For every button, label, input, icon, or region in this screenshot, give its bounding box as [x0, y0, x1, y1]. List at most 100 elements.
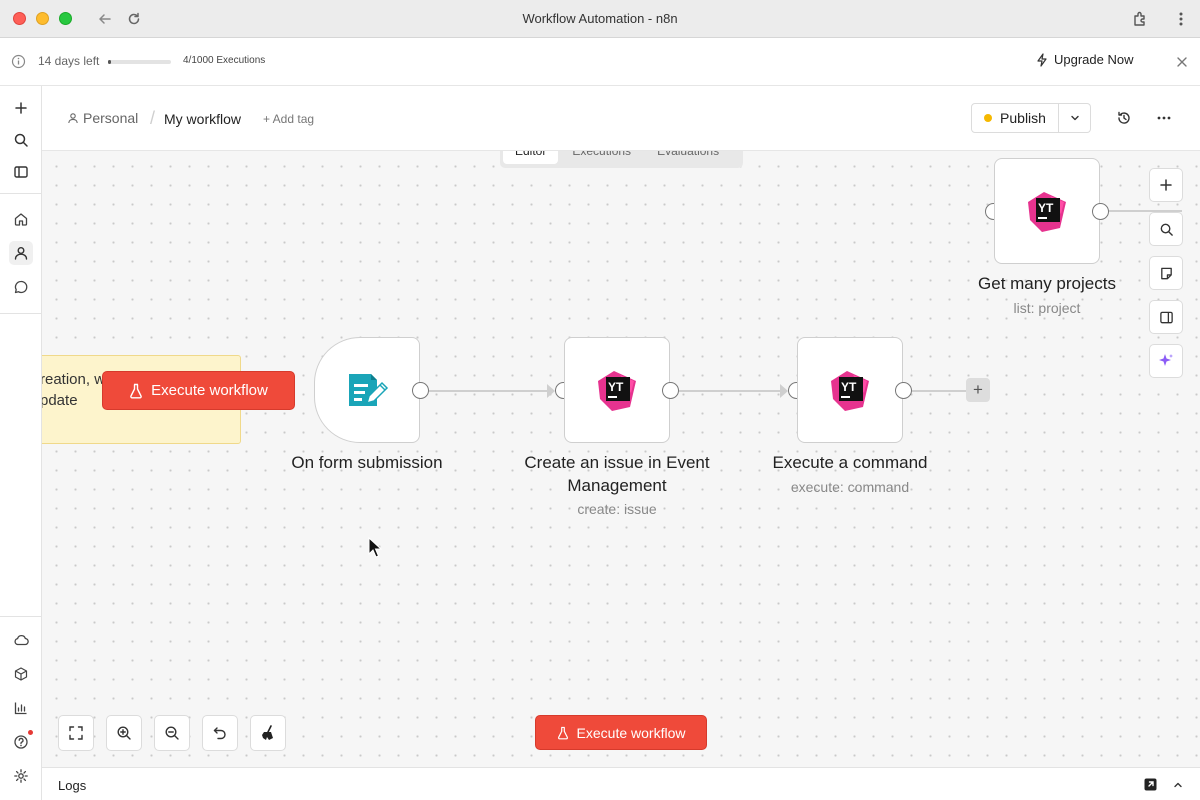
info-icon: [11, 54, 26, 69]
logs-panel-bar[interactable]: Logs: [42, 767, 1200, 800]
output-handle[interactable]: [895, 382, 912, 399]
broom-icon: [262, 725, 273, 740]
window-close-button[interactable]: [13, 12, 26, 25]
sidebar-toggle-icon[interactable]: [9, 160, 33, 184]
home-icon[interactable]: [9, 207, 33, 231]
execute-workflow-button[interactable]: Execute workflow: [535, 715, 707, 750]
form-icon: [349, 374, 389, 406]
flask-icon: [130, 383, 142, 398]
logs-label: Logs: [58, 778, 87, 793]
zoom-in-button[interactable]: [106, 715, 142, 751]
add-node-button[interactable]: +: [966, 378, 990, 402]
upgrade-now-button[interactable]: Upgrade Now: [1036, 52, 1134, 67]
search-nodes-tool[interactable]: [1149, 212, 1183, 246]
ai-assistant-tool[interactable]: [1149, 344, 1183, 378]
svg-text:YT: YT: [841, 380, 857, 394]
history-icon[interactable]: [1114, 108, 1134, 128]
node-create-issue[interactable]: YT: [564, 337, 670, 443]
zoom-in-icon: [117, 726, 131, 740]
chat-icon[interactable]: [9, 275, 33, 299]
window-minimize-button[interactable]: [36, 12, 49, 25]
back-arrow-icon[interactable]: [95, 9, 115, 29]
settings-icon[interactable]: [9, 764, 33, 788]
panel-toggle-tool[interactable]: [1149, 300, 1183, 334]
node-execute-command[interactable]: YT: [797, 337, 903, 443]
lightning-icon: [1037, 52, 1047, 67]
chart-icon[interactable]: [9, 696, 33, 720]
sidebar-divider: [0, 616, 42, 617]
zoom-out-button[interactable]: [154, 715, 190, 751]
search-icon[interactable]: [9, 128, 33, 152]
sticky-note-text: reation, wi pdate: [42, 371, 108, 409]
node-label: Create an issue in Event Management: [524, 453, 710, 495]
breadcrumb-separator: /: [150, 108, 156, 128]
tidy-up-button[interactable]: [250, 715, 286, 751]
node-form-trigger[interactable]: [314, 337, 420, 443]
publish-button[interactable]: Publish: [971, 103, 1059, 133]
workflow-canvas[interactable]: reation, wi pdate Execute workflow On fo…: [42, 151, 1200, 767]
node-subtitle: create: issue: [577, 501, 657, 517]
connections-layer: [429, 210, 1182, 398]
window-maximize-button[interactable]: [59, 12, 72, 25]
execute-workflow-button[interactable]: Execute workflow: [102, 371, 295, 410]
output-handle[interactable]: [662, 382, 679, 399]
svg-text:YT: YT: [1038, 201, 1054, 215]
workflow-name[interactable]: My workflow: [164, 111, 242, 127]
reload-icon[interactable]: [124, 9, 144, 29]
tab-evaluations[interactable]: Evaluations: [657, 151, 720, 158]
node-subtitle: execute: command: [790, 479, 910, 495]
youtrack-logo-icon: YT: [1028, 192, 1066, 232]
help-icon[interactable]: [9, 730, 33, 754]
trial-days-left: 14 days left: [38, 54, 100, 68]
chevron-up-icon[interactable]: [1172, 779, 1184, 791]
trial-banner: 14 days left 4/1000 Executions Upgrade N…: [0, 38, 1200, 86]
connection-arrow: [780, 384, 788, 398]
more-horizontal-icon[interactable]: [1154, 108, 1174, 128]
workflow-header: Personal / My workflow + Add tag Publish: [42, 86, 1200, 151]
execute-workflow-label: Execute workflow: [151, 382, 268, 399]
undo-button[interactable]: [202, 715, 238, 751]
executions-count: 4/1000 Executions: [183, 55, 266, 66]
node-label: Get many projects: [978, 274, 1116, 293]
extension-icon[interactable]: [1131, 9, 1151, 29]
publish-dropdown-button[interactable]: [1059, 103, 1091, 133]
sidebar-divider: [0, 313, 42, 314]
svg-text:YT: YT: [608, 380, 624, 394]
sparkle-icon: [1159, 354, 1173, 366]
search-icon: [1160, 223, 1173, 236]
panel-right-icon: [1159, 311, 1173, 323]
popout-icon[interactable]: [1143, 777, 1158, 792]
person-icon[interactable]: [9, 241, 33, 265]
chevron-down-icon: [1070, 115, 1079, 121]
output-handle[interactable]: [1092, 203, 1109, 220]
breadcrumb-personal[interactable]: Personal: [67, 110, 138, 126]
youtrack-logo-icon: YT: [831, 371, 869, 411]
publish-label: Publish: [1000, 110, 1046, 126]
execute-workflow-label: Execute workflow: [576, 724, 686, 741]
window-titlebar: Workflow Automation - n8n: [0, 0, 1200, 38]
undo-icon: [213, 727, 226, 740]
window-title: Workflow Automation - n8n: [522, 11, 678, 26]
add-tag-button[interactable]: + Add tag: [263, 112, 315, 126]
plus-icon[interactable]: [9, 96, 33, 120]
fit-view-button[interactable]: [58, 715, 94, 751]
fit-screen-icon: [69, 726, 83, 740]
sticky-note-tool[interactable]: [1149, 256, 1183, 290]
more-vertical-icon[interactable]: [1171, 9, 1191, 29]
person-icon: [68, 113, 78, 124]
cube-icon[interactable]: [9, 662, 33, 686]
note-icon: [1160, 267, 1172, 279]
node-get-projects[interactable]: YT: [994, 158, 1100, 264]
cloud-icon[interactable]: [9, 628, 33, 652]
tab-editor[interactable]: Editor: [503, 151, 559, 164]
publish-status-dot: [984, 114, 993, 122]
close-icon[interactable]: [1174, 54, 1190, 70]
add-node-tool[interactable]: [1149, 168, 1183, 202]
breadcrumb-personal-label: Personal: [83, 110, 139, 126]
zoom-out-icon: [165, 726, 179, 740]
upgrade-now-label: Upgrade Now: [1054, 52, 1134, 67]
sidebar-divider: [0, 193, 42, 194]
node-label: Execute a command: [772, 453, 928, 472]
tab-executions[interactable]: Executions: [572, 151, 632, 158]
output-handle[interactable]: [412, 382, 429, 399]
